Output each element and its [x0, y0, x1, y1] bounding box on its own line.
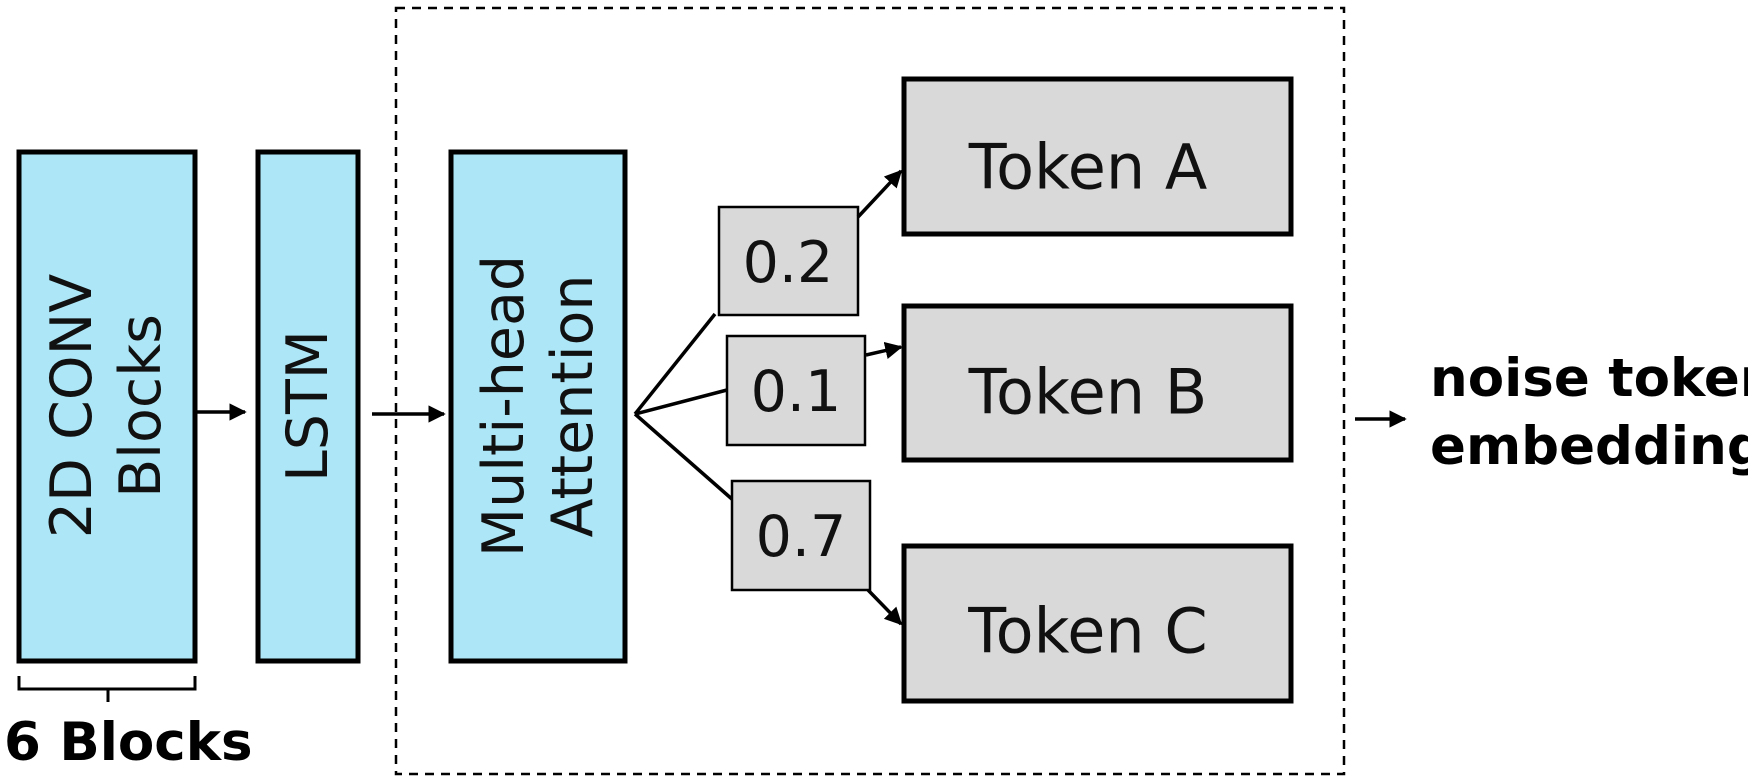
attention-block-box — [448, 149, 628, 664]
conv-block-box — [16, 149, 198, 664]
conv-group-label: 6 Blocks — [4, 712, 253, 773]
token-box-b-label: Token B — [968, 356, 1208, 429]
conv-group-bracket — [17, 676, 197, 702]
weight-box-b-rect — [725, 334, 867, 447]
arrow-weight-c-to-token-c — [866, 588, 903, 626]
output-label-line1: noise token — [1430, 348, 1748, 409]
arrow-weight-a-to-token-a — [856, 169, 903, 219]
attention-block: Multi-head Attention — [448, 149, 628, 664]
output-label-line2: embedding — [1430, 416, 1748, 477]
conv-block-label-line2: Blocks — [108, 314, 174, 498]
weight-box-b-value: 0.1 — [751, 359, 842, 425]
token-box-a: Token A — [901, 76, 1294, 237]
attention-group-boundary — [394, 6, 1346, 776]
conv-block-label-line1: 2D CONV — [39, 274, 105, 539]
token-box-c-label: Token C — [967, 595, 1207, 668]
token-box-b: Token B — [901, 303, 1294, 463]
fanout-line-to-weight-a — [633, 312, 717, 416]
weight-box-c-rect — [730, 479, 872, 592]
arrow-weight-b-to-token-b — [865, 341, 903, 360]
token-box-c: Token C — [901, 543, 1294, 704]
weight-box-a-value: 0.2 — [743, 230, 834, 296]
attention-block-label-line2: Attention — [540, 274, 606, 537]
weight-box-c-value: 0.7 — [756, 504, 847, 570]
lstm-block-box — [255, 149, 361, 664]
attention-block-label-line1: Multi-head — [471, 255, 537, 557]
weight-box-c: 0.7 — [730, 479, 872, 592]
token-box-a-rect — [901, 76, 1294, 237]
token-box-a-label: Token A — [968, 131, 1208, 204]
weight-box-a-rect — [717, 205, 860, 317]
token-box-b-rect — [901, 303, 1294, 463]
lstm-block: LSTM — [255, 149, 361, 664]
conv-block: 2D CONV Blocks — [16, 149, 198, 664]
fanout-line-to-weight-b — [634, 388, 728, 416]
lstm-block-label: LSTM — [275, 330, 341, 482]
fanout-line-to-weight-c — [633, 412, 735, 502]
weight-box-b: 0.1 — [725, 334, 867, 447]
token-box-c-rect — [901, 543, 1294, 704]
weight-box-a: 0.2 — [717, 205, 860, 317]
